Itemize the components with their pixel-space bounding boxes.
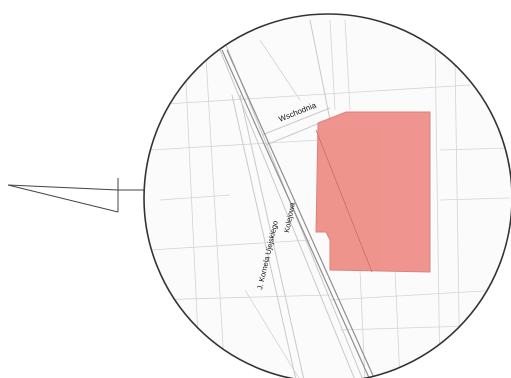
zoom-circle-outline bbox=[143, 13, 511, 378]
highlighted-parcel bbox=[315, 111, 431, 273]
cadastral-lines bbox=[149, 19, 511, 378]
map-detail-view: Wschodnia J. Kornela Ujejskiego Kolejowa bbox=[144, 14, 511, 378]
railway-over-parcel bbox=[315, 129, 373, 273]
callout-pointer-icon bbox=[7, 178, 145, 213]
railway-line bbox=[221, 49, 376, 378]
